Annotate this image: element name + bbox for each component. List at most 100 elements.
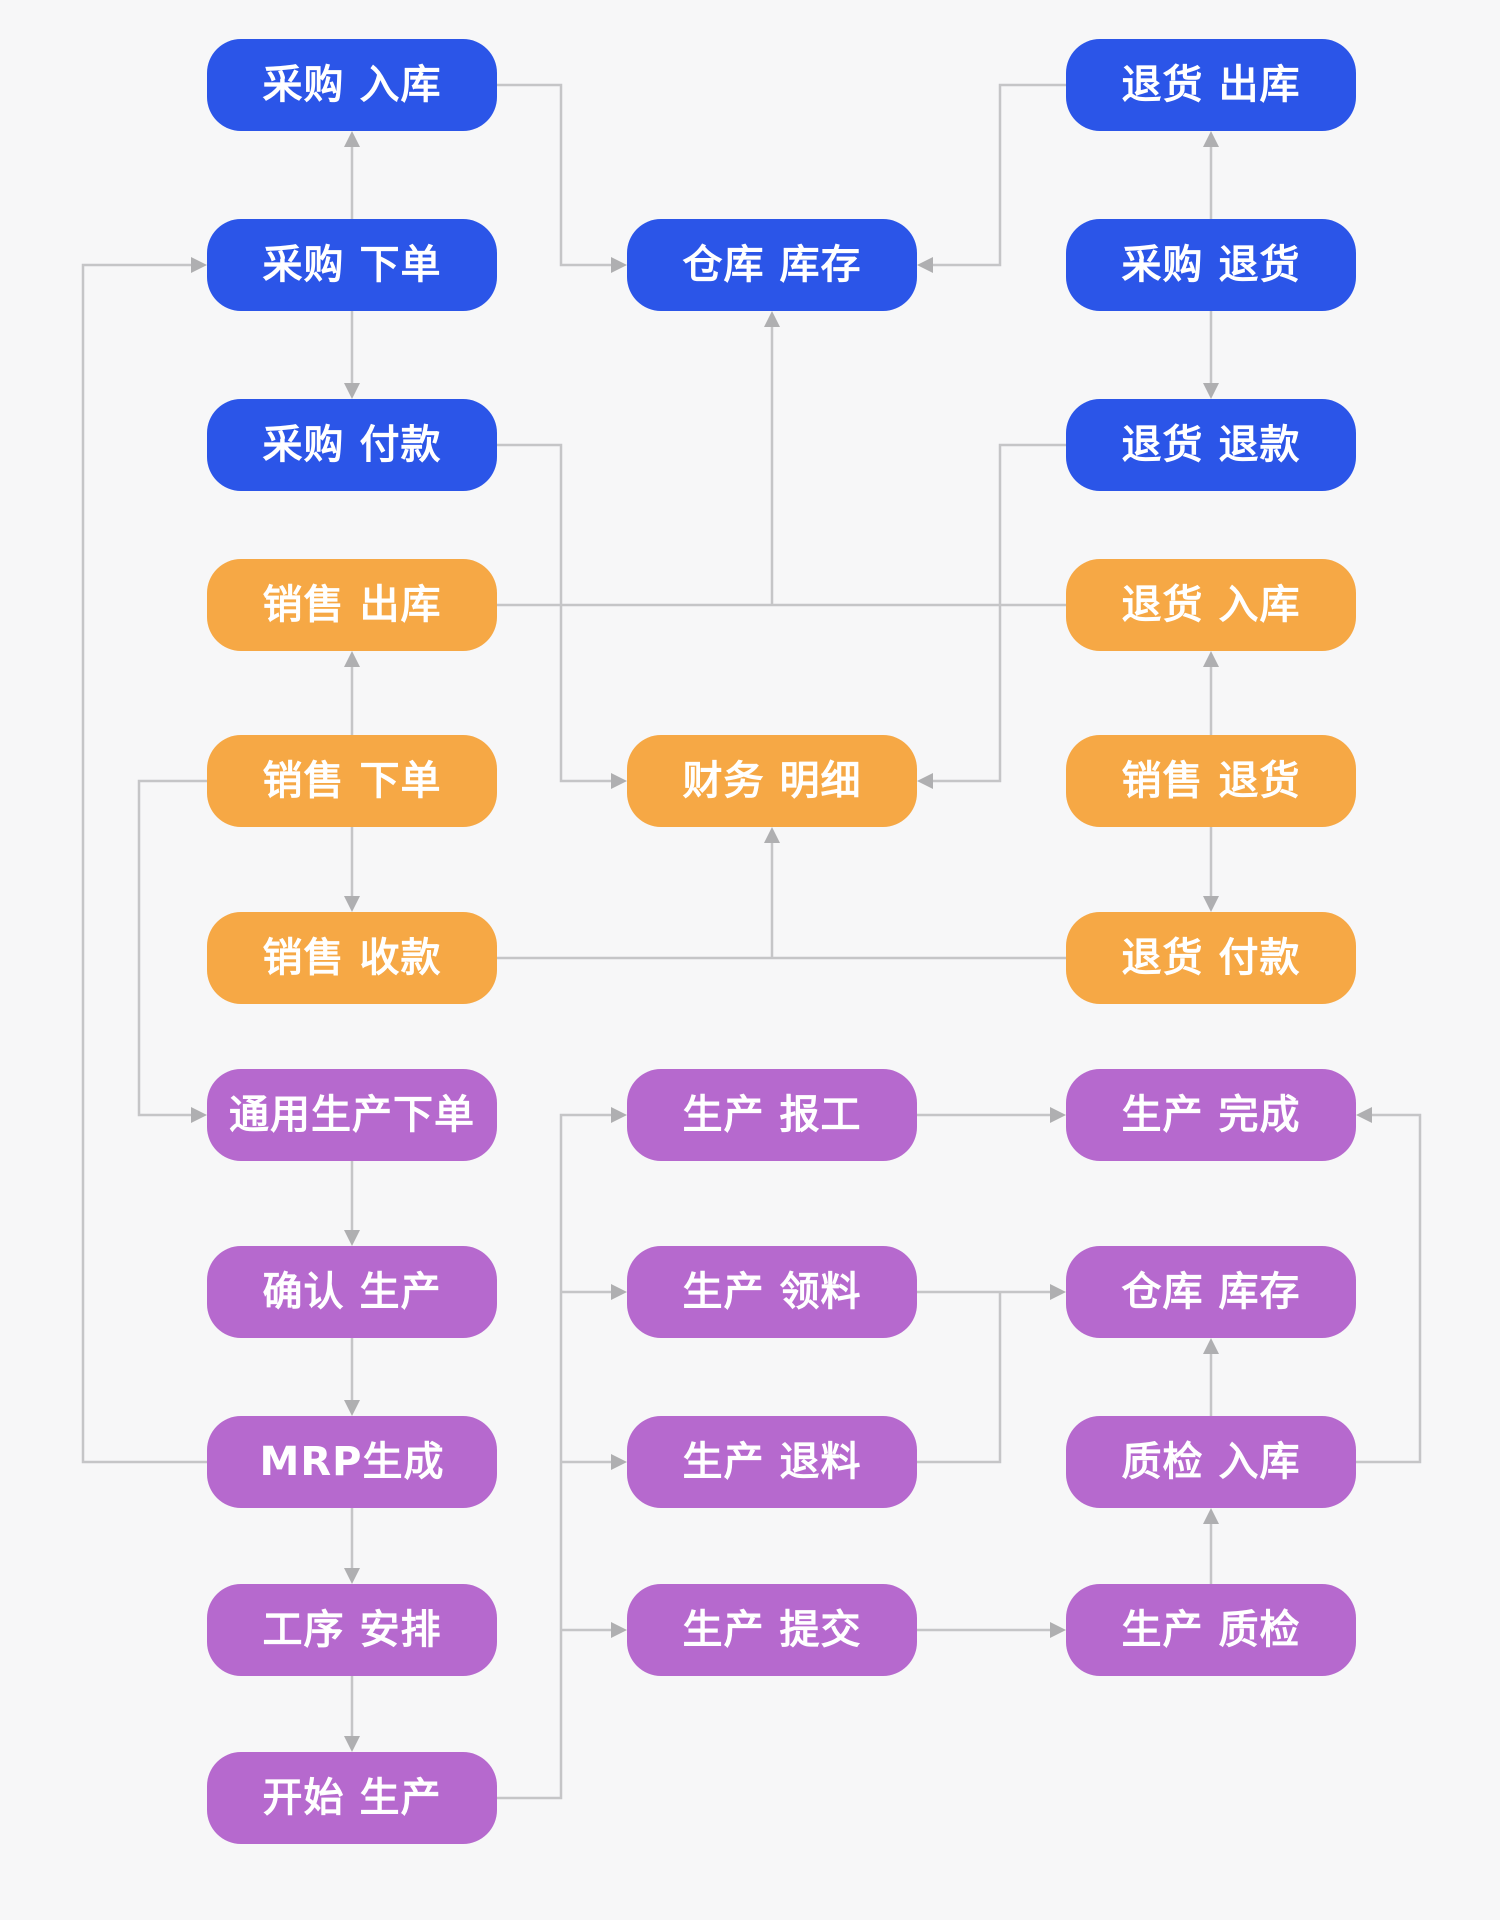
warehouse-inventory-label: 仓库 库存 <box>683 242 862 288</box>
arrowhead-icon <box>1050 1107 1066 1123</box>
arrowhead-icon <box>1203 383 1219 399</box>
return-outbound-label: 退货 出库 <box>1122 62 1301 108</box>
production-submit-label: 生产 提交 <box>683 1607 862 1653</box>
edge-production-material-return--warehouse-inventory-2 <box>917 1292 1002 1464</box>
arrowhead-icon <box>1203 651 1219 667</box>
arrowhead-icon <box>611 257 627 273</box>
return-payment-box <box>1066 912 1356 1004</box>
sales-receipt-box <box>207 912 497 1004</box>
arrowhead-icon <box>1203 131 1219 147</box>
edge-purchase-order--purchase-inbound <box>344 131 360 219</box>
return-payment-label: 退货 付款 <box>1122 935 1301 981</box>
edge-start-production--production-submit <box>561 1622 627 1638</box>
process-scheduling-label: 工序 安排 <box>263 1607 442 1653</box>
edge-sales-order--general-production-order <box>137 779 207 1123</box>
sales-order-label: 销售 下单 <box>263 758 442 804</box>
node-process-scheduling: 工序 安排 <box>207 1584 497 1676</box>
edge-qc-inbound--production-complete <box>1356 1107 1422 1464</box>
edge-sales-order--sales-receipt <box>344 827 360 912</box>
edge-confirm-production--mrp-generation <box>344 1338 360 1416</box>
arrowhead-icon <box>344 1568 360 1584</box>
return-outbound-box <box>1066 39 1356 131</box>
edge-start-production--production-picking <box>561 1284 627 1300</box>
production-qc-box <box>1066 1584 1356 1676</box>
edge-purchase-payment--finance-detail <box>497 443 627 789</box>
edge-purchase-order--purchase-payment <box>344 311 360 399</box>
edge-sales-return--return-payment <box>1203 827 1219 912</box>
production-complete-label: 生产 完成 <box>1122 1092 1301 1138</box>
edge-line <box>81 263 207 1464</box>
mrp-generation-box <box>207 1416 497 1508</box>
node-warehouse-inventory-2: 仓库 库存 <box>1066 1246 1356 1338</box>
arrowhead-icon <box>611 1284 627 1300</box>
node-return-outbound: 退货 出库 <box>1066 39 1356 131</box>
return-inbound-box <box>1066 559 1356 651</box>
sales-return-label: 销售 退货 <box>1122 758 1301 804</box>
finance-detail-label: 财务 明细 <box>683 758 862 804</box>
sales-outbound-box <box>207 559 497 651</box>
purchase-order-box <box>207 219 497 311</box>
confirm-production-box <box>207 1246 497 1338</box>
confirm-production-label: 确认 生产 <box>263 1269 442 1315</box>
arrowhead-icon <box>611 1107 627 1123</box>
edge-line <box>933 443 1066 783</box>
arrowhead-icon <box>764 311 780 327</box>
sales-order-box <box>207 735 497 827</box>
edge-production-reporting--production-complete <box>917 1107 1066 1123</box>
arrowhead-icon <box>344 1400 360 1416</box>
edge-purchase-return--return-refund <box>1203 311 1219 399</box>
arrowhead-icon <box>917 773 933 789</box>
arrowhead-icon <box>764 827 780 843</box>
arrowhead-icon <box>1050 1622 1066 1638</box>
node-qc-inbound: 质检 入库 <box>1066 1416 1356 1508</box>
edge-start-production--production-reporting <box>497 1107 627 1800</box>
production-reporting-label: 生产 报工 <box>683 1092 862 1138</box>
node-general-production-order: 通用生产下单 <box>207 1069 497 1161</box>
mrp-generation-label: MRP生成 <box>260 1439 445 1485</box>
start-production-box <box>207 1752 497 1844</box>
edge-process-scheduling--start-production <box>344 1676 360 1752</box>
node-production-complete: 生产 完成 <box>1066 1069 1356 1161</box>
arrowhead-icon <box>917 257 933 273</box>
return-inbound-label: 退货 入库 <box>1122 582 1301 628</box>
edge-purchase-return--return-outbound <box>1203 131 1219 219</box>
purchase-payment-label: 采购 付款 <box>263 422 442 468</box>
production-complete-box <box>1066 1069 1356 1161</box>
qc-inbound-label: 质检 入库 <box>1122 1439 1301 1485</box>
arrowhead-icon <box>611 1622 627 1638</box>
qc-inbound-box <box>1066 1416 1356 1508</box>
production-reporting-box <box>627 1069 917 1161</box>
node-return-payment: 退货 付款 <box>1066 912 1356 1004</box>
production-picking-box <box>627 1246 917 1338</box>
edge-sales-return--return-inbound <box>1203 651 1219 735</box>
edge-mrp-generation--purchase-order <box>81 257 207 1464</box>
node-finance-detail: 财务 明细 <box>627 735 917 827</box>
arrowhead-icon <box>611 1454 627 1470</box>
arrowhead-icon <box>191 1107 207 1123</box>
edge-sales-order--sales-outbound <box>344 651 360 735</box>
edge-qc-inbound--warehouse-inventory-2 <box>1203 1338 1219 1416</box>
edge-sales-outbound--warehouse-inventory <box>764 311 780 605</box>
edge-line <box>933 83 1066 267</box>
edge-line <box>137 779 207 1117</box>
node-purchase-inbound: 采购 入库 <box>207 39 497 131</box>
start-production-label: 开始 生产 <box>263 1775 442 1821</box>
edge-purchase-inbound--warehouse-inventory <box>497 83 627 273</box>
edge-line <box>497 1113 611 1800</box>
arrowhead-icon <box>611 773 627 789</box>
edge-start-production--production-material-return <box>561 1454 627 1470</box>
arrowhead-icon <box>344 131 360 147</box>
node-purchase-return: 采购 退货 <box>1066 219 1356 311</box>
node-production-reporting: 生产 报工 <box>627 1069 917 1161</box>
purchase-inbound-box <box>207 39 497 131</box>
node-sales-outbound: 销售 出库 <box>207 559 497 651</box>
finance-detail-box <box>627 735 917 827</box>
edge-line <box>1356 1113 1422 1464</box>
arrowhead-icon <box>344 383 360 399</box>
node-return-refund: 退货 退款 <box>1066 399 1356 491</box>
edge-return-outbound--warehouse-inventory <box>917 83 1066 273</box>
arrowhead-icon <box>1203 1338 1219 1354</box>
